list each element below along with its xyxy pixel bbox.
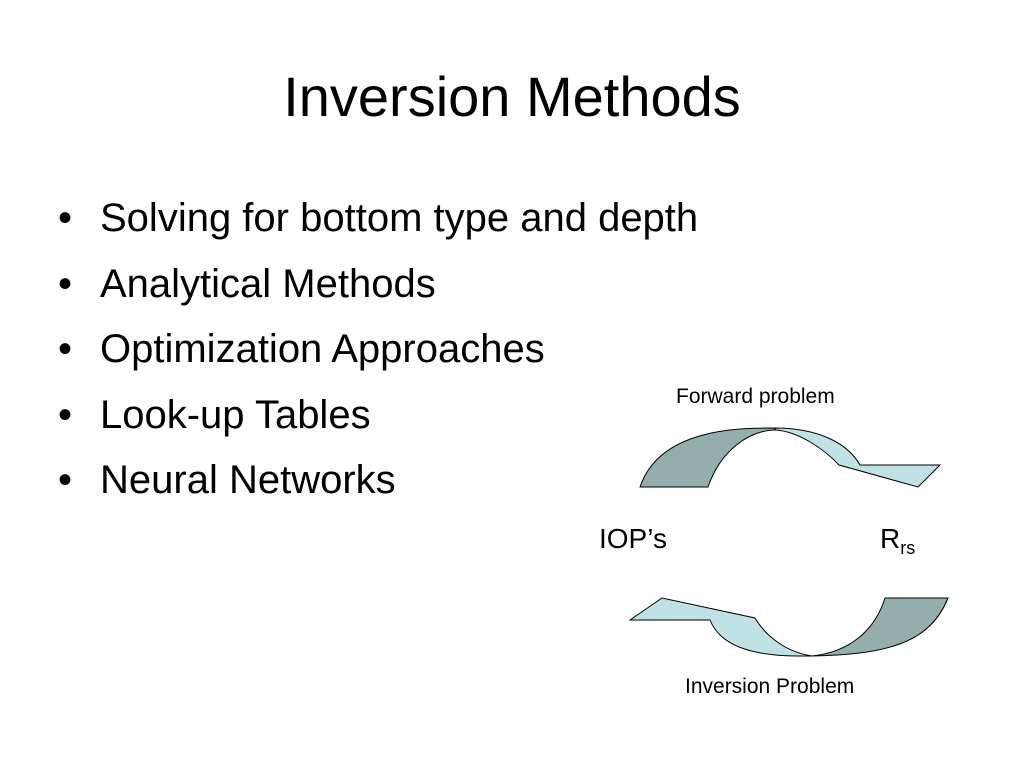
cycle-arrows [628,427,949,657]
bullet-marker: • [58,261,73,306]
bullet-text: Look-up Tables [100,392,371,437]
slide-title: Inversion Methods [283,65,741,128]
bullet-text: Optimization Approaches [100,327,545,371]
bullet-text: Analytical Methods [100,261,436,306]
iops-node-label: IOP’s [599,523,667,554]
inversion-arrow-left-half-icon [628,597,813,657]
inversion-problem-label: Inversion Problem [685,675,855,698]
rrs-node-label: Rrs [880,523,915,559]
bullet-list: • Solving for bottom type and depth • An… [58,186,698,514]
bullet-item: • Look-up Tables [58,383,698,449]
bullet-marker: • [58,196,73,240]
bullet-marker: • [58,458,73,502]
bullet-item: • Analytical Methods [58,252,698,318]
forward-problem-label: Forward problem [676,385,835,408]
rrs-main-text: R [880,523,901,554]
rrs-subscript: rs [900,538,916,558]
bullet-item: • Optimization Approaches [58,317,698,383]
bullet-item: • Neural Networks [58,448,698,514]
bullet-marker: • [58,327,73,371]
forward-inversion-diagram: Forward problem IOP’s Rrs Inversion Prob… [590,380,970,710]
forward-arrow-right-half-icon [772,427,942,488]
forward-arrow-left-half-icon [639,427,778,488]
bullet-text: Solving for bottom type and depth [100,196,699,240]
bullet-marker: • [58,392,73,437]
inversion-arrow-right-half-icon [799,597,949,657]
bullet-text: Neural Networks [100,458,396,502]
bullet-item: • Solving for bottom type and depth [58,186,698,252]
